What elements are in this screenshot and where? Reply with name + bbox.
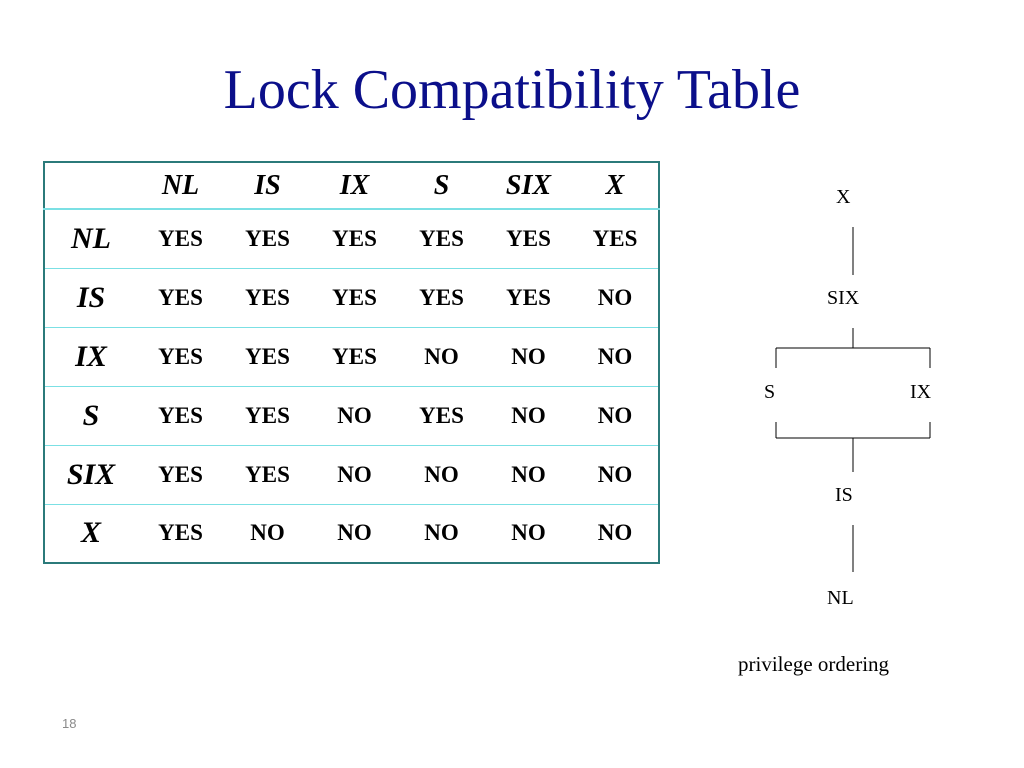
table-cell: YES [506, 284, 551, 310]
row-header: X [80, 516, 101, 550]
table-cell: YES [158, 225, 203, 251]
slide-title: Lock Compatibility Table [223, 59, 801, 121]
column-header: SIX [505, 169, 552, 201]
table-cell: YES [158, 461, 203, 487]
table-cell: NO [424, 520, 459, 546]
table-cell: NO [511, 402, 546, 428]
column-header: S [433, 169, 450, 201]
page-number: 18 [62, 716, 77, 731]
lock-compatibility-table: NL IS IX S SIX X NL YES YES YES YES YES … [43, 161, 660, 564]
table-cell: NO [511, 520, 546, 546]
table-header-row: NL IS IX S SIX X [44, 162, 659, 209]
node-s: S [764, 381, 776, 403]
row-header: IS [76, 280, 106, 314]
table-cell: YES [245, 225, 290, 251]
table-cell: NO [250, 520, 285, 546]
table-cell: YES [332, 284, 377, 310]
table-corner-cell [44, 162, 137, 209]
table-cell: NO [337, 461, 372, 487]
node-is: IS [835, 484, 853, 506]
table-cell: YES [158, 402, 203, 428]
table-cell: NO [597, 461, 633, 487]
table-cell: NO [337, 402, 372, 428]
privilege-ordering-diagram: X SIX S IX IS NL [720, 170, 980, 690]
table-cell: YES [158, 284, 203, 310]
node-x: X [836, 186, 851, 208]
table-cell: YES [332, 343, 377, 369]
table-cell: YES [506, 225, 551, 251]
table-cell: NO [511, 461, 546, 487]
diagram-caption: privilege ordering [738, 652, 890, 676]
node-ix: IX [910, 381, 932, 403]
table-row: S YES YES NO YES NO NO [44, 386, 659, 445]
table-cell: YES [245, 343, 290, 369]
table-cell: YES [245, 402, 290, 428]
table-row: SIX YES YES NO NO NO NO [44, 445, 659, 504]
table-cell: NO [597, 284, 633, 310]
table-cell: YES [419, 225, 464, 251]
node-nl: NL [827, 587, 854, 609]
table-cell: YES [592, 225, 638, 251]
row-header: IX [75, 339, 107, 373]
row-header: S [82, 398, 100, 432]
table-cell: NO [597, 520, 633, 546]
table-cell: NO [424, 461, 459, 487]
table-cell: YES [158, 520, 203, 546]
privilege-ordering-lines [775, 227, 931, 572]
table-cell: NO [597, 343, 633, 369]
table-cell: YES [419, 284, 464, 310]
table-cell: NO [337, 520, 372, 546]
node-six: SIX [827, 287, 860, 309]
table-cell: YES [419, 402, 464, 428]
table-cell: YES [245, 284, 290, 310]
column-header: NL [161, 169, 200, 201]
table-row: IS YES YES YES YES YES NO [44, 268, 659, 327]
column-header: X [605, 169, 625, 201]
row-header: NL [71, 221, 111, 255]
column-header: IX [339, 169, 370, 201]
table-row: IX YES YES YES NO NO NO [44, 327, 659, 386]
table-cell: NO [511, 343, 546, 369]
row-header: SIX [66, 457, 116, 491]
column-header: IS [254, 169, 281, 201]
table-cell: NO [424, 343, 459, 369]
table-cell: NO [597, 402, 633, 428]
table-row: NL YES YES YES YES YES YES [44, 209, 659, 268]
table-cell: YES [158, 343, 203, 369]
table-cell: YES [245, 461, 290, 487]
table-cell: YES [332, 225, 377, 251]
table-row: X YES NO NO NO NO NO [44, 504, 659, 563]
